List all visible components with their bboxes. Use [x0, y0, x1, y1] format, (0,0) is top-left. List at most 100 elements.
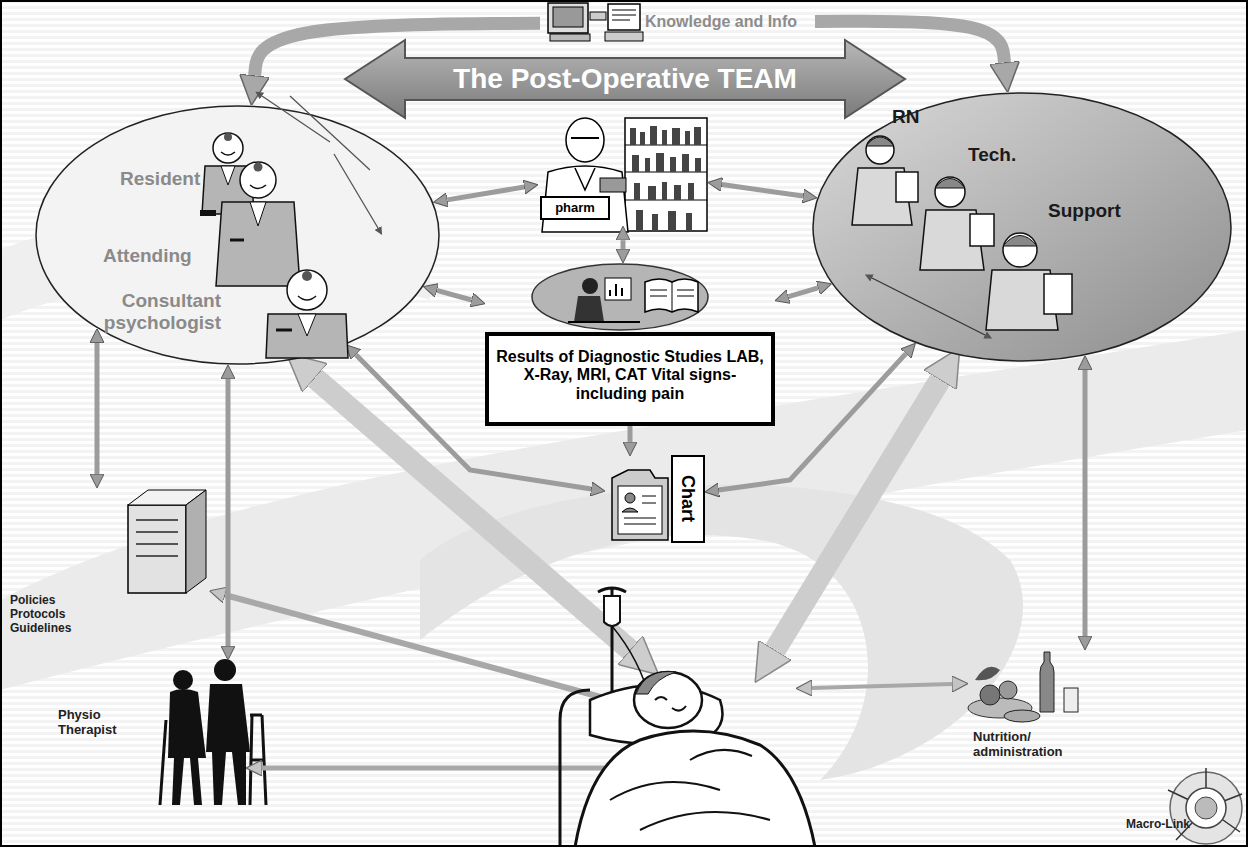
knowledge-source: Knowledge and Info	[540, 0, 815, 45]
node-text: The Post-Operative TEAM	[345, 63, 905, 95]
head-mirror	[224, 133, 232, 141]
physiotherapist: Physio Therapist	[55, 660, 285, 810]
network-link	[590, 12, 606, 20]
patient-head	[634, 672, 702, 728]
server-side	[186, 490, 206, 593]
doctor-shirt	[298, 314, 316, 336]
connector-arrow	[356, 355, 591, 489]
clipboard	[1044, 274, 1072, 314]
doctor-shirt	[221, 166, 235, 185]
doctor-coat	[266, 314, 348, 358]
desk	[568, 321, 640, 323]
drink-bottle	[1040, 652, 1054, 712]
pharmacist-collar	[575, 168, 595, 190]
doctor-coat	[216, 202, 300, 286]
node-text: Consultant psychologist	[97, 290, 221, 334]
care-arrow	[775, 380, 940, 650]
pharmacy-shelf	[625, 118, 707, 231]
bread-loaf	[1004, 710, 1040, 722]
chart-photo	[625, 493, 635, 503]
head-mirror	[302, 271, 312, 281]
nurse-gown	[852, 168, 912, 225]
pharmacist: pharm	[538, 108, 708, 233]
therapy-arrow	[262, 766, 650, 771]
connector-arrow	[226, 379, 231, 646]
doctor-head	[287, 270, 327, 310]
doctor-head	[213, 133, 243, 163]
chart-photo	[622, 508, 638, 512]
node-text: Chart	[671, 455, 705, 543]
book-stack	[605, 32, 643, 41]
connector-arrow	[788, 288, 818, 297]
surgical-cap	[866, 137, 894, 146]
reader-ellipse	[532, 264, 708, 330]
physician-group: ResidentAttendingConsultant psychologist	[35, 105, 440, 365]
iv-bag	[604, 596, 620, 626]
technician-head	[935, 177, 965, 207]
connector-group	[97, 21, 1085, 646]
flow-swoosh	[815, 21, 1005, 62]
food-fruit	[980, 685, 1000, 705]
group-ellipse	[36, 106, 439, 364]
node-text: Results of Diagnostic Studies LAB, X-Ray…	[495, 348, 765, 403]
doctor-badge	[200, 210, 216, 216]
walker-legs	[172, 758, 202, 805]
head-mirror	[254, 163, 263, 172]
connector-arrow	[1083, 370, 1088, 636]
patient-face	[655, 697, 686, 711]
node-text: Tech.	[968, 144, 1016, 166]
therapist-head	[214, 659, 236, 681]
doctor-smile	[221, 152, 235, 155]
surgical-cap	[1003, 236, 1037, 247]
background-swoosh	[0, 330, 1248, 690]
flow-swoosh	[255, 23, 540, 75]
chart-lines	[624, 496, 656, 524]
walker-body	[168, 689, 206, 758]
patient-hair	[636, 671, 676, 694]
policy-store: Policies Protocols Guidelines	[8, 488, 208, 648]
medicine-box	[600, 178, 626, 192]
connector-arrow	[719, 354, 906, 490]
node-text: Attending	[103, 245, 192, 267]
node-text: RN	[892, 106, 919, 128]
macro-link-ring	[1186, 788, 1226, 828]
document-icon	[608, 4, 640, 30]
computer-icon	[548, 3, 588, 33]
server-front	[128, 505, 186, 593]
doctor-smile	[250, 185, 266, 189]
chart-folder	[612, 470, 668, 540]
coat-pocket	[276, 329, 292, 332]
walking-cane	[160, 720, 166, 805]
open-book	[645, 279, 698, 312]
connector-arrow	[628, 426, 633, 442]
connector-arrow	[621, 240, 626, 249]
drink-glass	[1064, 688, 1078, 712]
monitor-bars	[610, 284, 622, 296]
connector-arrow	[437, 290, 472, 300]
monitor	[605, 278, 631, 300]
nutrition-service: Nutrition/ administration	[965, 650, 1100, 775]
connector-arrow	[447, 187, 524, 200]
clipboard	[896, 172, 918, 202]
team-link-arrow	[262, 96, 378, 228]
node-text: Knowledge and Info	[645, 13, 797, 31]
doctor-smile	[298, 296, 316, 300]
therapist-body	[206, 684, 250, 752]
doctor-head	[240, 162, 276, 198]
node-outline	[35, 105, 440, 365]
results-box	[487, 334, 773, 424]
reader-head	[582, 278, 598, 294]
node-text: Physio Therapist	[58, 708, 138, 738]
pharmacist-head	[566, 118, 604, 162]
walking-frame	[250, 715, 266, 805]
keyboard-icon	[550, 34, 590, 41]
nurse-head	[866, 136, 894, 164]
free-label: Macro-Link	[1126, 818, 1190, 832]
therapist-legs	[212, 752, 246, 805]
node-text: Policies Protocols Guidelines	[10, 594, 92, 635]
support-head	[1003, 233, 1037, 267]
doctor-coat	[202, 166, 254, 214]
blanket-folds	[610, 750, 770, 830]
node-text: pharm	[540, 196, 610, 220]
